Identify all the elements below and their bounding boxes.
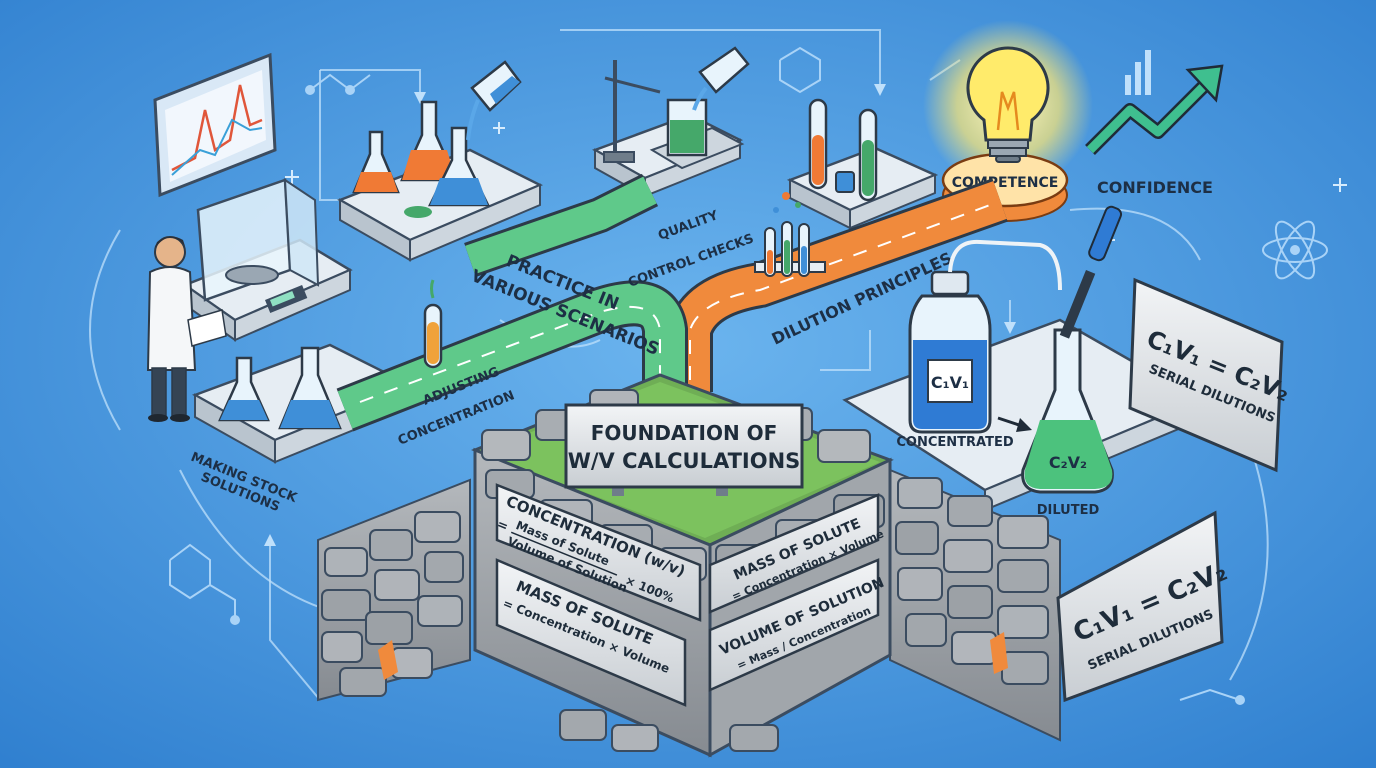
dilution-arrow (997, 416, 1032, 432)
confidence-label: CONFIDENCE (1097, 178, 1213, 197)
beaker-icon (649, 46, 750, 170)
concentrated-label: CONCENTRATED (896, 435, 1013, 450)
serial-dilutions-sign-upper: C₁V₁ = C₂V₂ SERIAL DILUTIONS (1128, 277, 1293, 473)
flask-label: C₂V₂ (1049, 453, 1087, 472)
bottle-icon (908, 239, 1062, 434)
flask-icon (218, 346, 342, 430)
flow-arrows (264, 84, 1016, 546)
practice-path-fill (337, 283, 685, 429)
test-tube-icon (423, 279, 443, 369)
monitor-chart-icon (153, 52, 277, 198)
stone-wall-right (889, 468, 1061, 742)
powder-pile (404, 206, 432, 218)
stone-wall-left (317, 478, 471, 702)
molecule-icon (169, 46, 1245, 705)
atom-icon (1262, 220, 1328, 280)
practice-path-branch-fill (465, 176, 657, 275)
serial-dilutions-sign-lower: C₁V₁ = C₂V₂ SERIAL DILUTIONS (1056, 510, 1232, 703)
diluted-label: DILUTED (1037, 503, 1100, 518)
foundation-plaque: FOUNDATION OF W/V CALCULATIONS (564, 403, 804, 496)
flask-icon (1021, 328, 1114, 494)
beaker-icon (466, 60, 522, 141)
flask-icon (352, 100, 491, 207)
p1-equals: = (495, 517, 511, 535)
foundation-title-line1: FOUNDATION OF (591, 421, 778, 445)
test-tube-icon (808, 98, 878, 202)
dropper-icon (1059, 205, 1123, 339)
lightbulb-icon (966, 46, 1050, 163)
bottle-label: C₁V₁ (931, 373, 969, 392)
test-tube-icon (754, 192, 826, 277)
dilution-path-lane (689, 204, 991, 380)
practice-path-lane (359, 305, 661, 403)
scientist-icon (146, 236, 227, 422)
foundation-title-line2: W/V CALCULATIONS (568, 449, 801, 473)
trend-arrow-icon (1085, 50, 1224, 155)
